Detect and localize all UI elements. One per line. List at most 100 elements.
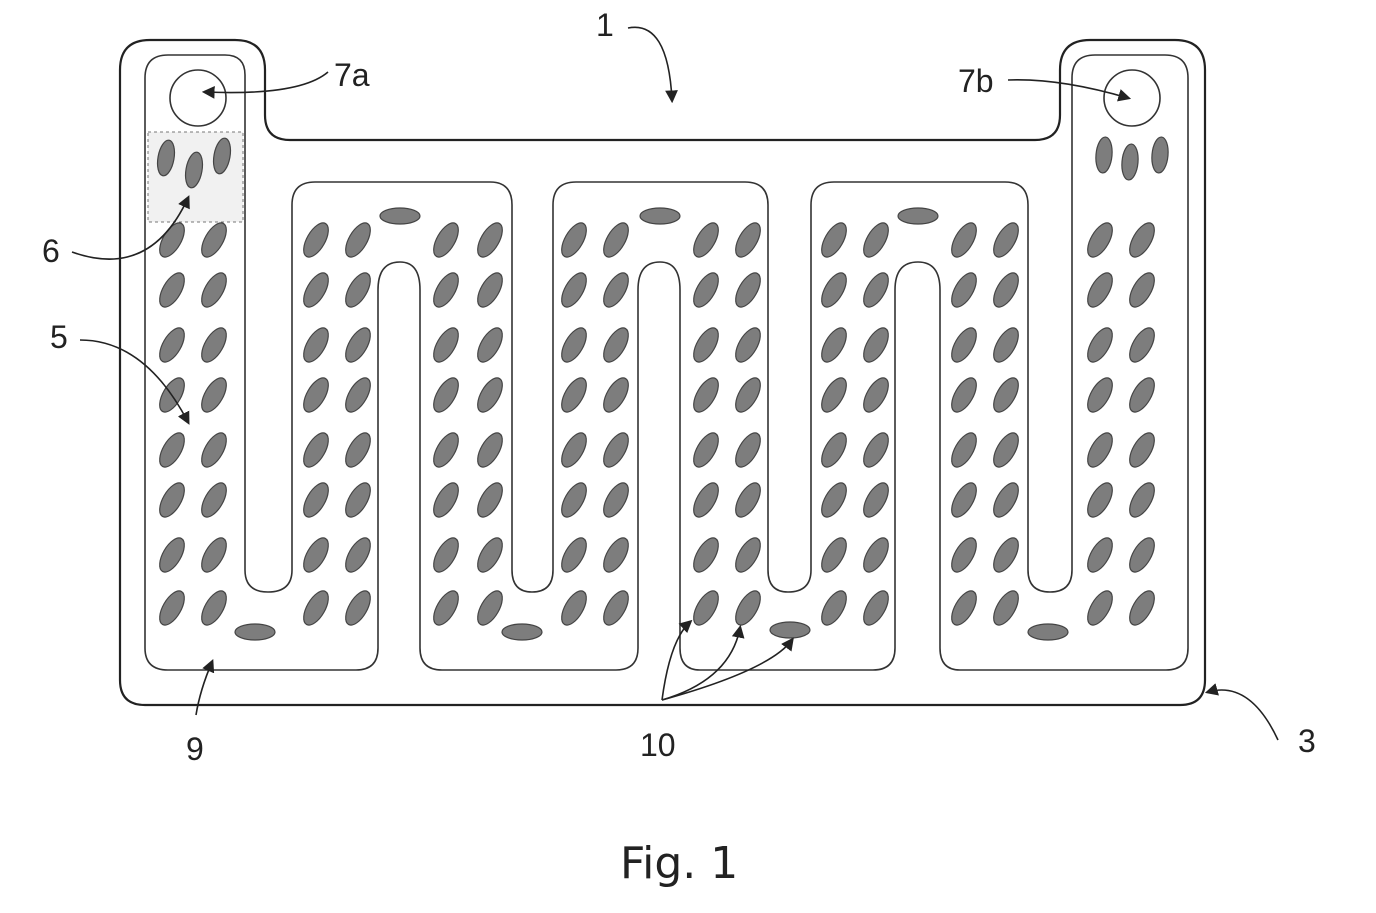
dimple <box>299 374 334 416</box>
dimple <box>989 374 1024 416</box>
dimple <box>197 587 232 629</box>
port-7b-circle <box>1104 70 1160 126</box>
dimple <box>299 429 334 471</box>
dimple <box>1083 479 1118 521</box>
dimple <box>817 534 852 576</box>
dimple <box>429 269 464 311</box>
dimple <box>817 374 852 416</box>
dimple <box>817 429 852 471</box>
dimple <box>197 324 232 366</box>
dimple <box>1083 324 1118 366</box>
dimple <box>341 324 376 366</box>
label-10: 10 <box>640 727 676 763</box>
dimple <box>1083 534 1118 576</box>
dimple <box>731 587 766 629</box>
dimple <box>599 479 634 521</box>
dimple <box>557 587 592 629</box>
dimple <box>689 374 724 416</box>
dimple <box>380 208 420 224</box>
dimple <box>557 374 592 416</box>
dimple <box>473 587 508 629</box>
dimple-pattern <box>155 136 1170 640</box>
dimple <box>689 269 724 311</box>
dimple <box>341 429 376 471</box>
dimple <box>1125 269 1160 311</box>
dimple <box>731 429 766 471</box>
dimple <box>599 534 634 576</box>
dimple <box>599 587 634 629</box>
serpentine-channel <box>145 55 1188 670</box>
dimple <box>473 374 508 416</box>
dimple <box>429 324 464 366</box>
dimple <box>1083 269 1118 311</box>
dimple <box>817 269 852 311</box>
dimple <box>155 587 190 629</box>
dimple <box>689 534 724 576</box>
label-5: 5 <box>50 319 68 355</box>
dimple <box>197 374 232 416</box>
dimple <box>989 429 1024 471</box>
dimple <box>341 587 376 629</box>
leader-7b <box>1008 80 1128 98</box>
dimple <box>473 429 508 471</box>
dimple <box>197 269 232 311</box>
dimple <box>557 269 592 311</box>
dimple <box>640 208 680 224</box>
dimple <box>1125 587 1160 629</box>
dimple <box>429 534 464 576</box>
dimple <box>731 269 766 311</box>
dimple <box>429 374 464 416</box>
dimple <box>429 219 464 261</box>
dimple <box>299 534 334 576</box>
dimple <box>817 479 852 521</box>
dimple <box>731 219 766 261</box>
dimple <box>1083 374 1118 416</box>
dimple <box>599 429 634 471</box>
leader-10b <box>662 628 740 700</box>
dimple <box>859 374 894 416</box>
dimple <box>429 479 464 521</box>
dimple <box>557 324 592 366</box>
dimple <box>1083 219 1118 261</box>
dimple <box>599 324 634 366</box>
dimple <box>155 534 190 576</box>
leader-3 <box>1208 690 1278 740</box>
dimple <box>197 479 232 521</box>
dimple <box>341 534 376 576</box>
dimple <box>341 269 376 311</box>
dimple <box>155 269 190 311</box>
dimple <box>557 429 592 471</box>
dimple <box>599 219 634 261</box>
dimple <box>859 219 894 261</box>
dimple <box>299 479 334 521</box>
dimple <box>947 324 982 366</box>
dimple <box>689 324 724 366</box>
dimple <box>341 479 376 521</box>
dimple <box>1125 534 1160 576</box>
plate-outer-outline <box>120 40 1205 705</box>
dimple <box>989 324 1024 366</box>
dimple <box>1125 219 1160 261</box>
dimple <box>859 587 894 629</box>
dimple <box>989 534 1024 576</box>
dimple <box>473 479 508 521</box>
dimple <box>689 479 724 521</box>
dimple <box>1125 429 1160 471</box>
leader-10a <box>662 622 690 700</box>
dimple <box>197 534 232 576</box>
dimple <box>859 324 894 366</box>
dimple <box>947 534 982 576</box>
label-9: 9 <box>186 731 204 767</box>
dimple <box>1120 143 1139 180</box>
label-7a: 7a <box>334 57 370 93</box>
dimple <box>859 534 894 576</box>
dimple <box>1125 324 1160 366</box>
dimple <box>1083 429 1118 471</box>
dimple <box>429 429 464 471</box>
label-1: 1 <box>596 7 614 43</box>
dimple <box>947 429 982 471</box>
dimple <box>898 208 938 224</box>
dimple <box>689 429 724 471</box>
leader-1 <box>628 27 672 100</box>
dimple <box>197 219 232 261</box>
